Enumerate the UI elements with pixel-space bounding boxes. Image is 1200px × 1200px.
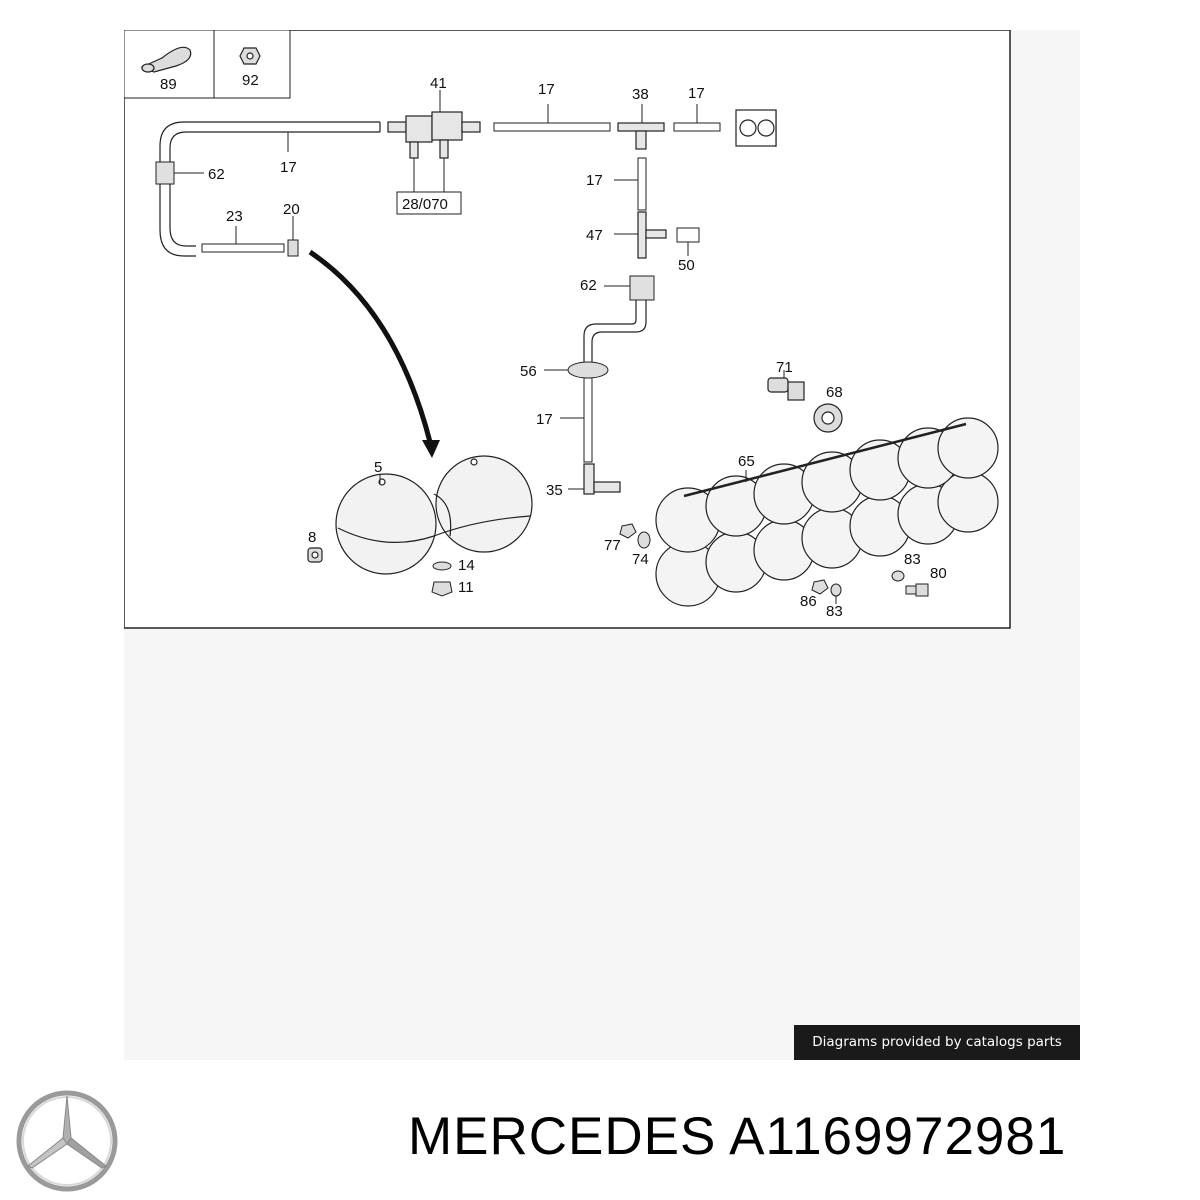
diagram-area: 89 92 41 17 38 17 17 62 28/070 23 20 17 … [124, 30, 1080, 1060]
label-62-right: 62 [580, 277, 597, 294]
label-11: 11 [458, 579, 474, 596]
vacuum-reservoir-65 [655, 417, 999, 607]
label-74: 74 [632, 551, 649, 568]
hose-17-top [493, 122, 611, 132]
connector-71 [767, 377, 805, 401]
label-71: 71 [776, 359, 793, 376]
elbow-connector-35 [583, 463, 621, 495]
tee-connector-47 [637, 211, 667, 259]
brand-part-number: MERCEDES A1169972981 [408, 1107, 1067, 1166]
nut-86 [811, 579, 829, 595]
label-83-lower: 83 [826, 603, 843, 620]
label-41: 41 [430, 75, 447, 92]
brand-row: MERCEDES A1169972981 [0, 1080, 1200, 1200]
valve-41 [387, 111, 481, 159]
nut-icon [239, 47, 261, 65]
label-17-top-right: 17 [688, 85, 705, 102]
nut-11 [431, 581, 453, 597]
label-5: 5 [374, 459, 382, 476]
label-17-lower: 17 [536, 411, 553, 428]
label-68: 68 [826, 384, 843, 401]
washer-74 [637, 531, 651, 549]
label-14: 14 [458, 557, 475, 574]
cable-tie-icon [140, 46, 192, 73]
label-86: 86 [800, 593, 817, 610]
label-17-vertical: 17 [586, 172, 603, 189]
hose-bend [591, 300, 647, 362]
part-8 [307, 547, 323, 563]
label-23: 23 [226, 208, 243, 225]
tee-connector-38 [617, 122, 665, 150]
label-65: 65 [738, 453, 755, 470]
label-8: 8 [308, 529, 316, 546]
partial-component [735, 109, 777, 147]
credit-banner: Diagrams provided by catalogs parts [794, 1025, 1080, 1060]
grommet-56 [567, 361, 609, 379]
nut-77 [619, 523, 637, 539]
parts-diagram: 89 92 41 17 38 17 17 62 28/070 23 20 17 … [124, 30, 1011, 629]
arrow-line [308, 249, 433, 443]
vacuum-reservoir-5 [335, 455, 533, 575]
label-47: 47 [586, 227, 603, 244]
washer-83b [830, 583, 842, 597]
hose-bend-inner [583, 300, 637, 362]
label-89: 89 [160, 76, 177, 93]
label-56: 56 [520, 363, 537, 380]
label-20: 20 [283, 201, 300, 218]
label-83-upper: 83 [904, 551, 921, 568]
label-92: 92 [242, 72, 259, 89]
label-28070: 28/070 [402, 196, 448, 213]
hose-17-left [159, 121, 381, 257]
grommet-62 [155, 161, 175, 185]
label-17-left: 17 [280, 159, 297, 176]
bolt-80 [905, 583, 929, 597]
hose-17-top-right [673, 122, 721, 132]
hose-17-vertical [637, 157, 647, 211]
label-17-top: 17 [538, 81, 555, 98]
ref-box-28070 [396, 191, 462, 215]
washer-14 [432, 561, 452, 571]
label-62-left: 62 [208, 166, 225, 183]
label-50: 50 [678, 257, 695, 274]
arrow-head-icon [422, 440, 440, 458]
cap-50 [676, 227, 700, 243]
washer-83a [891, 570, 905, 582]
label-38: 38 [632, 86, 649, 103]
grommet-62b [629, 275, 655, 301]
connector-20 [287, 239, 299, 257]
hose-17-lower [583, 377, 593, 463]
grommet-68 [813, 403, 843, 433]
hose-23 [201, 243, 285, 253]
label-35: 35 [546, 482, 563, 499]
mercedes-star-icon [16, 1090, 118, 1192]
label-77: 77 [604, 537, 621, 554]
label-80: 80 [930, 565, 947, 582]
